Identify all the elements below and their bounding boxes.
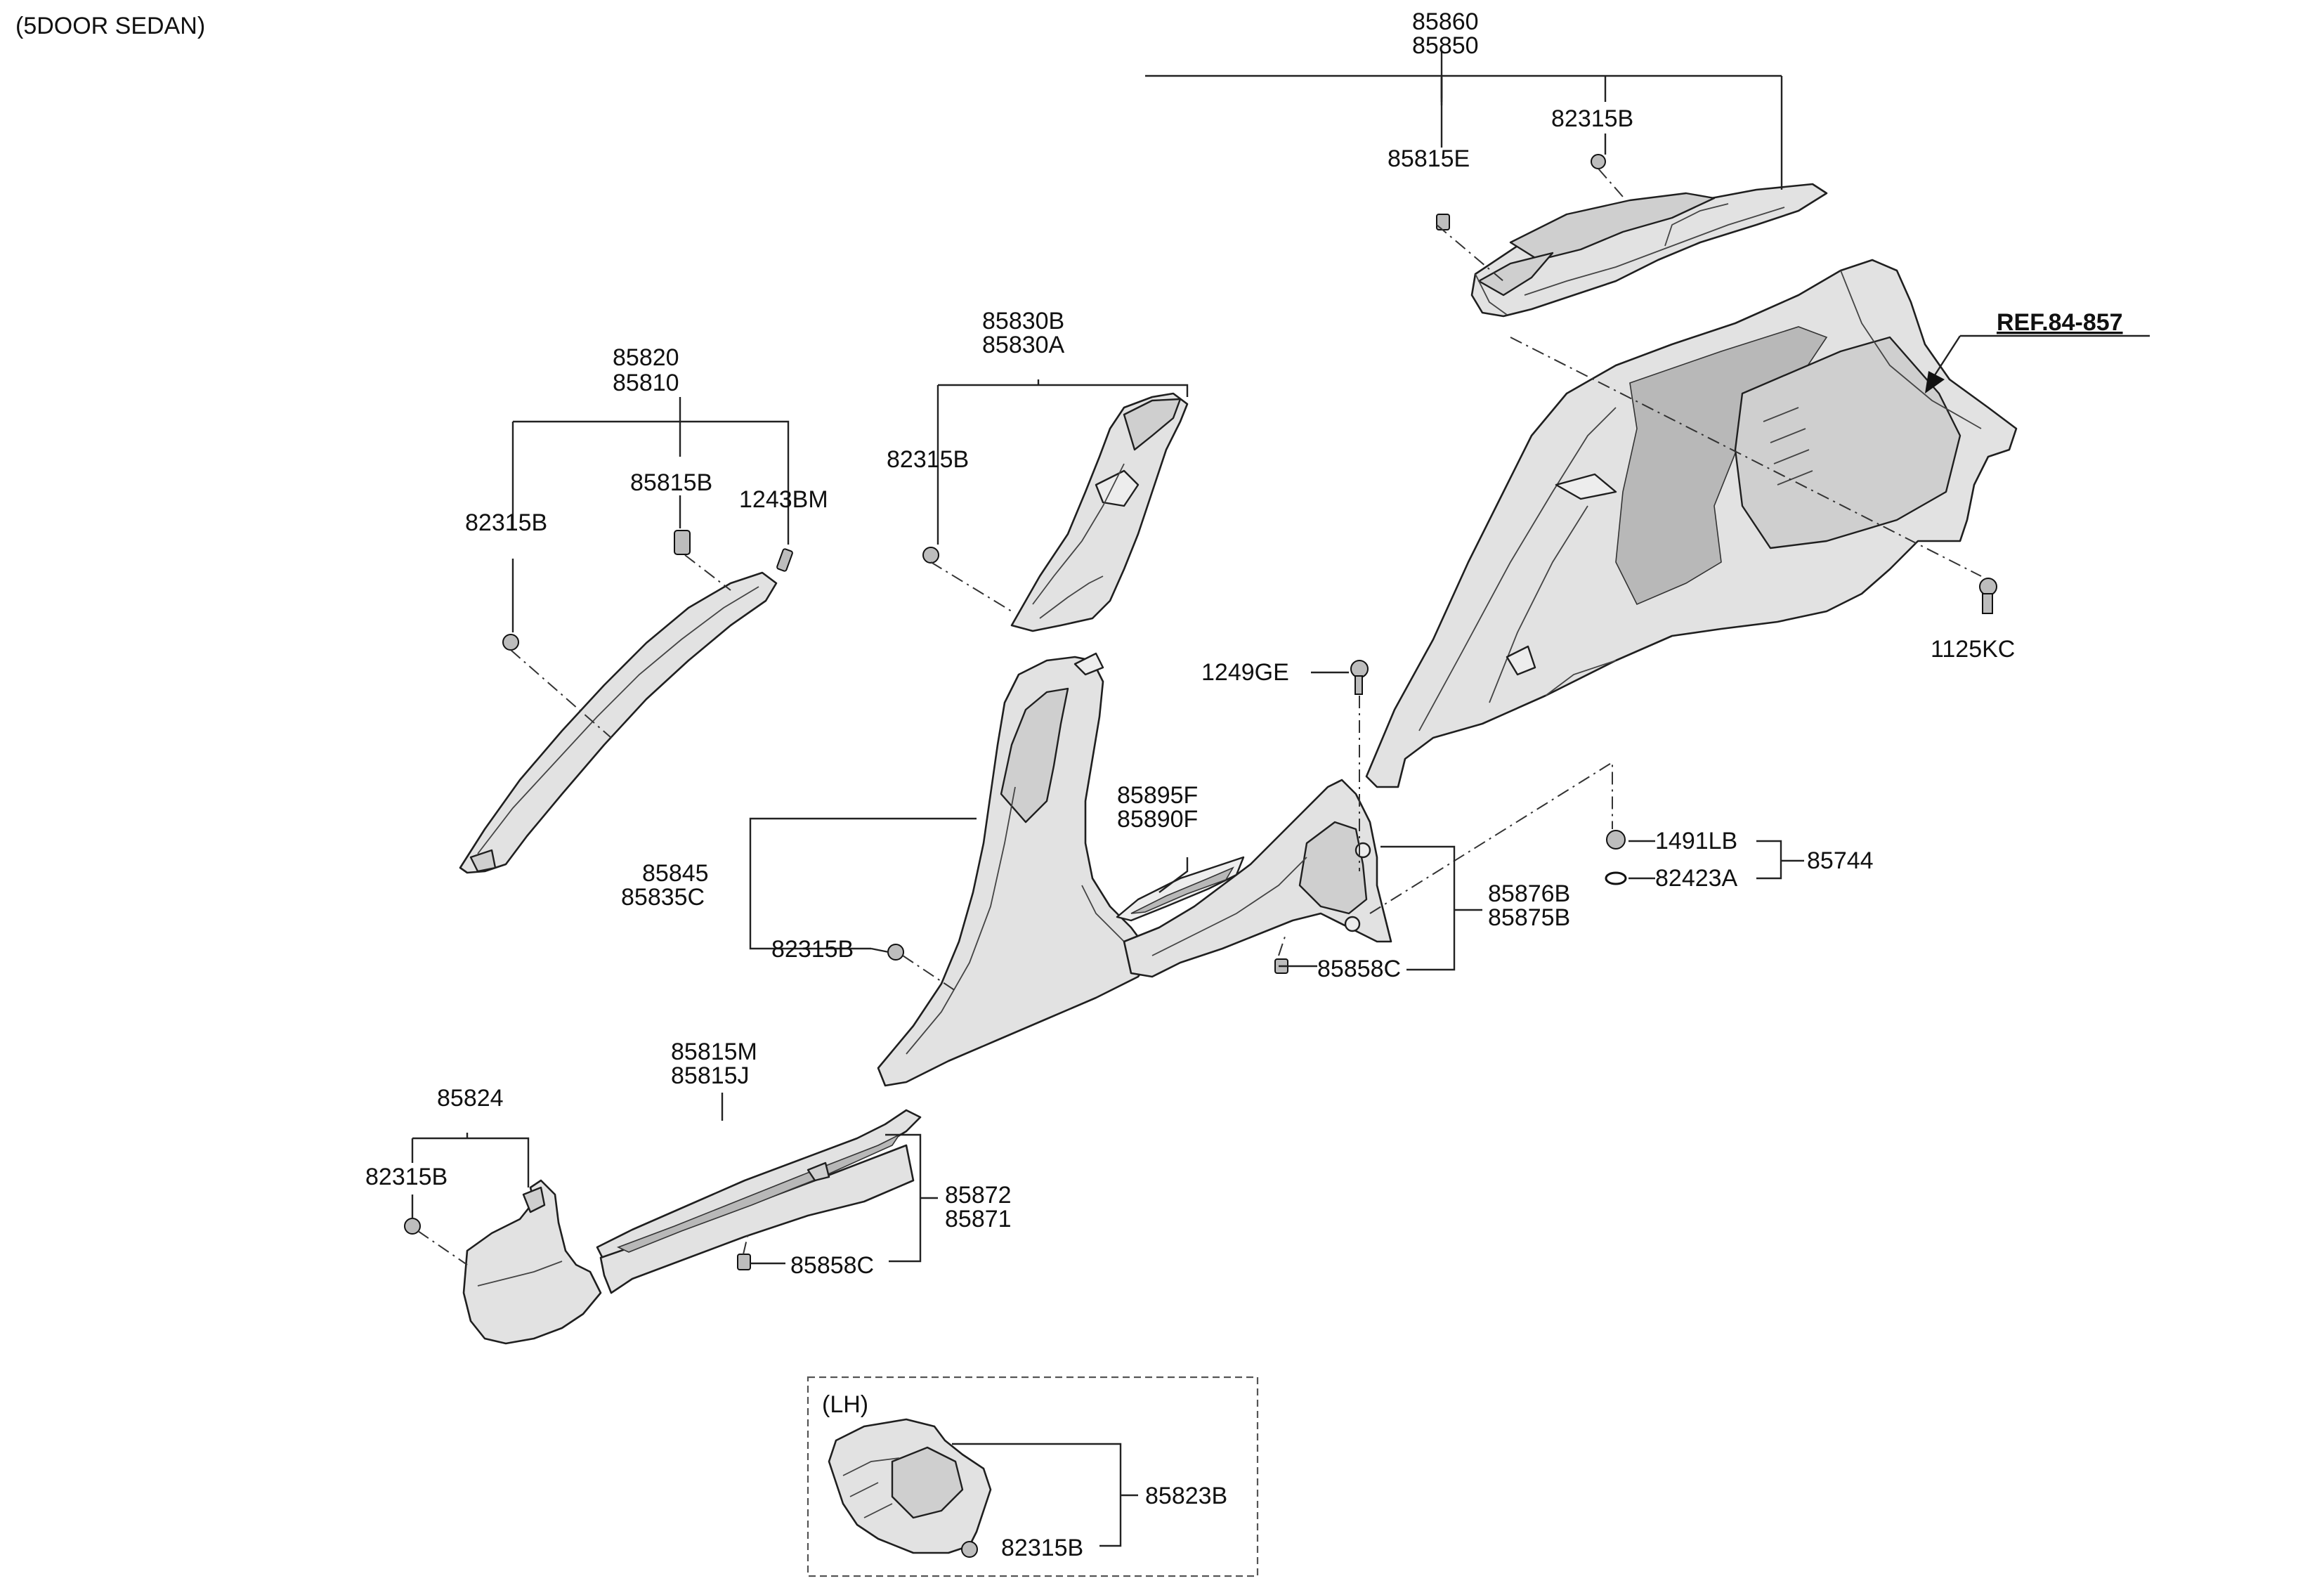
label-85830a: 85830A (982, 332, 1065, 358)
center-pillar-lower-trim (877, 652, 1154, 1087)
clip-icon (1436, 214, 1450, 230)
label-85860: 85860 (1412, 8, 1479, 35)
label-85815j: 85815J (671, 1062, 750, 1089)
variant-caption: (5DOOR SEDAN) (15, 13, 205, 39)
rear-scuff-plate (1116, 856, 1245, 922)
label-1249ge: 1249GE (1201, 659, 1289, 686)
label-82315b-apillar: 82315B (465, 509, 547, 536)
ref-label: REF.84-857 (1997, 309, 2123, 336)
label-85872: 85872 (945, 1182, 1012, 1209)
label-85845: 85845 (642, 860, 709, 887)
grommet-icon (1605, 871, 1627, 885)
screw-icon (776, 548, 793, 572)
inset-title: (LH) (822, 1391, 868, 1418)
rear-upper-header-trim (1470, 183, 1828, 318)
bolt-icon (674, 530, 691, 555)
b-pillar-upper-trim (1010, 392, 1189, 632)
clip-icon (502, 634, 519, 651)
label-85858c-right: 85858C (1317, 956, 1401, 982)
leader-lines (411, 51, 1804, 1547)
label-85858c-left: 85858C (790, 1252, 874, 1279)
clip-icon (737, 1254, 751, 1270)
label-85876b: 85876B (1488, 880, 1570, 907)
label-85830b: 85830B (982, 308, 1064, 334)
label-82315b-lh: 82315B (1001, 1535, 1083, 1561)
label-82315b-cowl: 82315B (365, 1164, 448, 1190)
clip-icon (922, 547, 939, 564)
clip-icon (887, 944, 904, 961)
label-85871: 85871 (945, 1206, 1012, 1232)
label-82315b-top: 82315B (1551, 105, 1633, 132)
label-85890f: 85890F (1117, 806, 1198, 833)
label-1491lb: 1491LB (1655, 828, 1737, 854)
label-85823b: 85823B (1145, 1483, 1227, 1509)
reference-pointer (1925, 334, 2150, 393)
label-82315b-bpillar: 82315B (887, 446, 969, 473)
lh-inset-box (807, 1376, 1259, 1577)
lh-cowl-side-trim (828, 1418, 992, 1554)
label-85744: 85744 (1807, 847, 1874, 874)
bolt-icon (1979, 578, 1997, 596)
cowl-side-trim (462, 1179, 602, 1345)
dash-guide-lines (417, 168, 1982, 1265)
label-85824: 85824 (437, 1085, 504, 1112)
label-85835c: 85835C (621, 884, 705, 911)
label-85850: 85850 (1412, 32, 1479, 59)
bolt-shank-icon (1982, 593, 1993, 614)
label-1125kc: 1125KC (1931, 636, 2015, 663)
label-85815m: 85815M (671, 1039, 757, 1065)
label-82423a: 82423A (1655, 865, 1738, 892)
push-clip-icon (1606, 830, 1626, 850)
label-85820: 85820 (613, 344, 679, 371)
rear-quarter-trim-panel (1365, 259, 2018, 788)
label-85815b: 85815B (630, 469, 712, 496)
label-85895f: 85895F (1117, 782, 1198, 809)
label-85875b: 85875B (1488, 904, 1570, 931)
part-labels: 85860 85850 82315B 85815E 85830B 85830A … (365, 8, 2123, 1561)
label-85815e: 85815E (1388, 145, 1470, 172)
clip-icon (961, 1541, 978, 1558)
screw-shank-icon (1354, 675, 1363, 695)
a-pillar-trim (459, 571, 778, 874)
front-side-sill-trim (596, 1109, 922, 1294)
label-1243bm: 1243BM (739, 486, 828, 513)
screw-icon (1350, 660, 1369, 678)
label-85810: 85810 (613, 370, 679, 396)
clip-icon (1591, 154, 1606, 169)
label-82315b-mid: 82315B (771, 936, 854, 963)
